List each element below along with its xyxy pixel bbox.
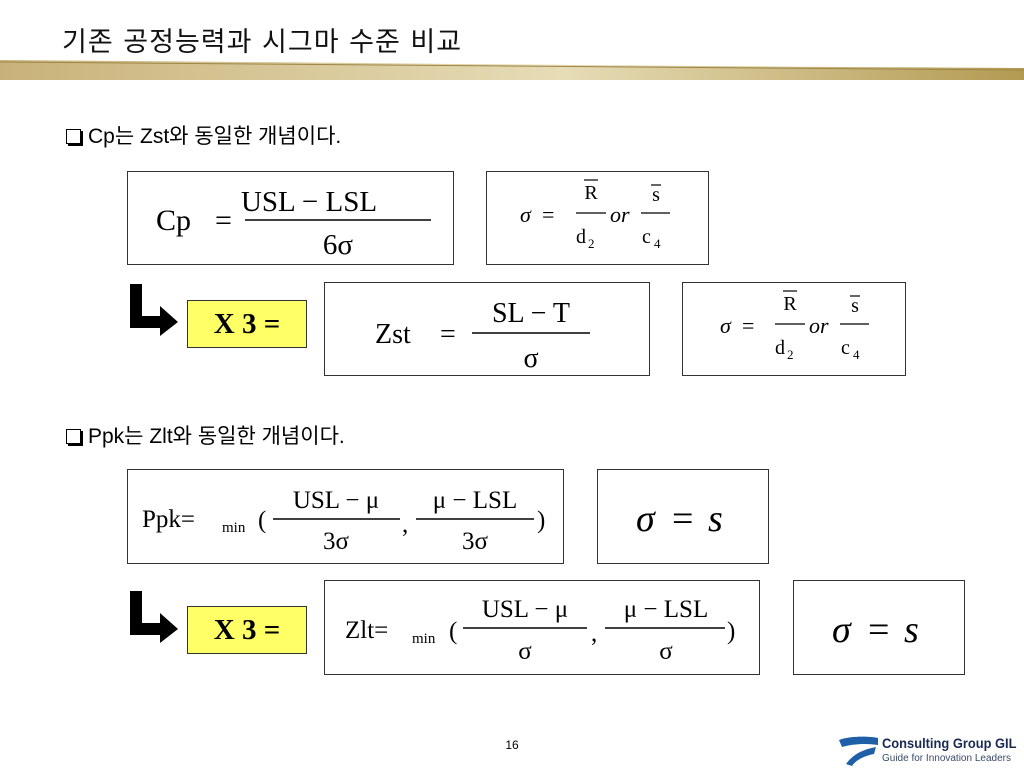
zst-eq: = (440, 319, 456, 350)
ppk-denominator-2: 3σ (462, 528, 489, 555)
zlt-formula-box: Zlt= min ( USL − μ σ , μ − LSL σ ) (324, 580, 760, 675)
zlt-numerator-2: μ − LSL (624, 596, 708, 623)
sigma-estimate-box-1: σ = R d 2 or s c 4 (486, 171, 709, 265)
ppk-denominator-1: 3σ (323, 528, 350, 555)
ppk-min: min (222, 520, 246, 536)
svg-text:σ: σ (636, 498, 656, 540)
multiplier-box-2: X 3 = (187, 606, 307, 654)
sigma-equals-s-formula-2: σ = s (832, 609, 919, 651)
zlt-comma: , (591, 620, 597, 647)
zlt-numerator-1: USL − μ (482, 596, 568, 623)
s-bar: s (652, 184, 660, 206)
svg-text:σ: σ (832, 609, 852, 651)
logo-company-name: Consulting Group GIL (882, 735, 1017, 751)
ppk-numerator-1: USL − μ (293, 487, 379, 514)
zlt-denominator-1: σ (518, 638, 532, 665)
svg-text:σ: σ (720, 313, 732, 338)
svg-text:s: s (708, 498, 723, 540)
bullet-text: Ppk는 Zlt와 동일한 개념이다. (88, 425, 345, 448)
zlt-formula: Zlt= min ( USL − μ σ , μ − LSL σ ) (345, 596, 735, 665)
zlt-min: min (412, 631, 436, 647)
cp-formula-box: Cp = USL − LSL 6σ (127, 171, 454, 265)
d-subscript: 2 (588, 236, 595, 251)
ppk-formula-box: Ppk= min ( USL − μ 3σ , μ − LSL 3σ ) (127, 469, 564, 564)
r-bar: R (584, 182, 598, 204)
ppk-numerator-2: μ − LSL (433, 487, 517, 514)
sigma-estimate-formula-1: σ = R d 2 or s c 4 (520, 179, 670, 251)
logo-tagline: Guide for Innovation Leaders (882, 753, 1011, 764)
c-subscript: 4 (654, 236, 661, 251)
checkbox-bullet-icon (66, 129, 81, 144)
zst-lhs: Zst (375, 319, 411, 350)
down-right-arrow-icon (130, 284, 178, 336)
d-symbol: d (576, 226, 586, 248)
cp-eq: = (215, 204, 232, 237)
zlt-open-paren: ( (449, 618, 457, 645)
sigma-equals-s-box-2: σ = s (793, 580, 965, 675)
svg-text:or: or (809, 313, 829, 338)
company-logo: Consulting Group GIL Guide for Innovatio… (838, 732, 1024, 768)
cp-denominator: 6σ (323, 229, 354, 261)
svg-text:2: 2 (787, 347, 794, 362)
ppk-formula: Ppk= min ( USL − μ 3σ , μ − LSL 3σ ) (142, 487, 545, 555)
svg-text:=: = (742, 313, 754, 338)
ppk-comma: , (402, 511, 408, 538)
zlt-denominator-2: σ (659, 638, 673, 665)
zst-formula: Zst = SL − T σ (375, 298, 590, 374)
zst-formula-box: Zst = SL − T σ (324, 282, 650, 376)
sigma-equals-s-formula-1: σ = s (636, 498, 723, 540)
swoosh-logo-icon (839, 736, 878, 766)
svg-text:s: s (851, 295, 859, 317)
svg-text:=: = (672, 498, 693, 540)
down-right-arrow-icon (130, 591, 178, 643)
page-title: 기존 공정능력과 시그마 수준 비교 (62, 27, 463, 58)
multiplier-box-1: X 3 = (187, 300, 307, 348)
sigma-symbol: σ (520, 202, 532, 227)
or-text: or (610, 202, 630, 227)
zst-denominator: σ (523, 343, 538, 374)
c-symbol: c (642, 226, 651, 248)
ppk-open-paren: ( (258, 507, 266, 534)
zst-numerator: SL − T (492, 298, 570, 329)
page-number: 16 (505, 738, 519, 752)
zlt-lhs: Zlt= (345, 617, 388, 644)
svg-text:d: d (775, 337, 785, 359)
svg-text:s: s (904, 609, 919, 651)
ppk-close-paren: ) (537, 507, 545, 534)
checkbox-bullet-icon (66, 429, 81, 444)
bullet-cp-zst: Cp는 Zst와 동일한 개념이다. (66, 120, 341, 150)
svg-text:R: R (783, 293, 797, 315)
sigma-estimate-formula-2: σ = R d 2 or s c 4 (720, 290, 869, 362)
sigma-eq: = (542, 202, 554, 227)
cp-formula: Cp = USL − LSL 6σ (156, 186, 431, 261)
svg-text:c: c (841, 337, 850, 359)
sigma-estimate-box-2: σ = R d 2 or s c 4 (682, 282, 906, 376)
sigma-equals-s-box-1: σ = s (597, 469, 769, 564)
ppk-lhs: Ppk= (142, 506, 195, 533)
svg-text:4: 4 (853, 347, 860, 362)
title-underline-bar (0, 60, 1024, 80)
bullet-text: Cp는 Zst와 동일한 개념이다. (88, 125, 342, 148)
cp-lhs: Cp (156, 204, 191, 237)
bullet-ppk-zlt: Ppk는 Zlt와 동일한 개념이다. (66, 420, 345, 450)
svg-text:=: = (868, 609, 889, 651)
cp-numerator: USL − LSL (241, 186, 377, 218)
zlt-close-paren: ) (727, 618, 735, 645)
